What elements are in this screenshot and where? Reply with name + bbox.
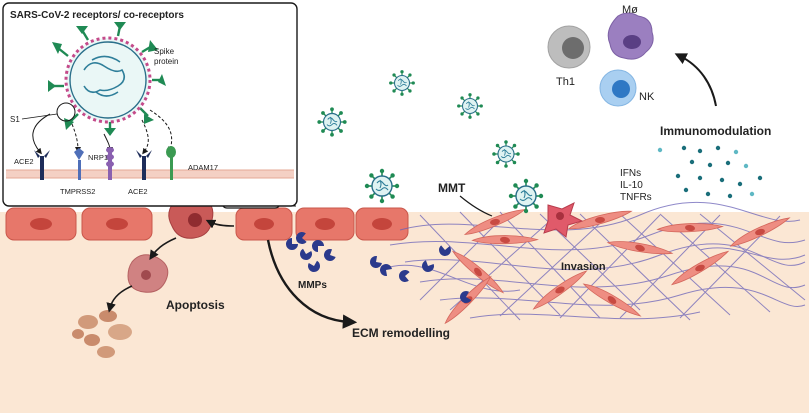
ace2-left-label: ACE2	[14, 157, 34, 166]
mesenchymal-cells	[437, 202, 794, 326]
inset-title: SARS-CoV-2 receptors/ co-receptors	[10, 10, 184, 21]
cytokine-tnfrs: TNFRs	[620, 192, 652, 203]
th1-cell-icon	[547, 25, 591, 69]
cytokine-il10: IL-10	[620, 180, 643, 191]
tmprss2-receptor	[74, 148, 84, 180]
nk-cell-icon	[599, 69, 637, 107]
apoptosis-arrow-2	[106, 285, 133, 313]
tmprss2-label: TMPRSS2	[60, 187, 95, 196]
mmt-arrow	[459, 195, 493, 217]
cytokine-dots	[657, 145, 763, 199]
s1-pointer	[21, 113, 58, 120]
macrophage-icon	[607, 12, 654, 60]
s1-label: S1	[10, 115, 20, 124]
spike-label-line1: Spike	[154, 47, 175, 56]
macrophage-label: Mø	[622, 4, 638, 16]
ace2-right-label: ACE2	[128, 187, 148, 196]
adam17-receptor	[166, 146, 176, 180]
inset-membrane	[6, 170, 294, 178]
spike-label-line2: protein	[154, 57, 178, 66]
immunomodulation-label: Immunomodulation	[660, 124, 771, 138]
tissue-matrix	[0, 212, 809, 413]
infection-to-apoptosis-arrow	[205, 219, 235, 229]
apoptosis-arrow-1	[149, 237, 177, 260]
receptor-inset: SARS-CoV-2 receptors/ co-receptors Spike…	[2, 2, 298, 207]
th1-label: Th1	[556, 76, 575, 88]
sars-cov2-virions	[316, 69, 545, 214]
epithelial-layer	[5, 207, 409, 241]
mmps-label: MMPs	[298, 280, 327, 291]
immune-recruit-arrow	[674, 53, 717, 107]
ecm-remodelling-arrow	[266, 239, 358, 329]
s1-highlight	[56, 102, 76, 122]
ecm-remodelling-label: ECM remodelling	[352, 326, 450, 340]
cytokine-ifns: IFNs	[620, 168, 641, 179]
nk-label: NK	[639, 91, 655, 103]
apoptosis-label: Apoptosis	[166, 298, 225, 312]
adam17-label: ADAM17	[188, 163, 218, 172]
mmt-label: MMT	[438, 181, 466, 195]
nrp1-label: NRP1	[88, 153, 108, 162]
invasion-label: Invasion	[561, 261, 606, 273]
ace2-receptor-left	[34, 150, 50, 180]
nrp1-receptor	[106, 147, 114, 180]
ace2-receptor-right	[136, 150, 152, 180]
